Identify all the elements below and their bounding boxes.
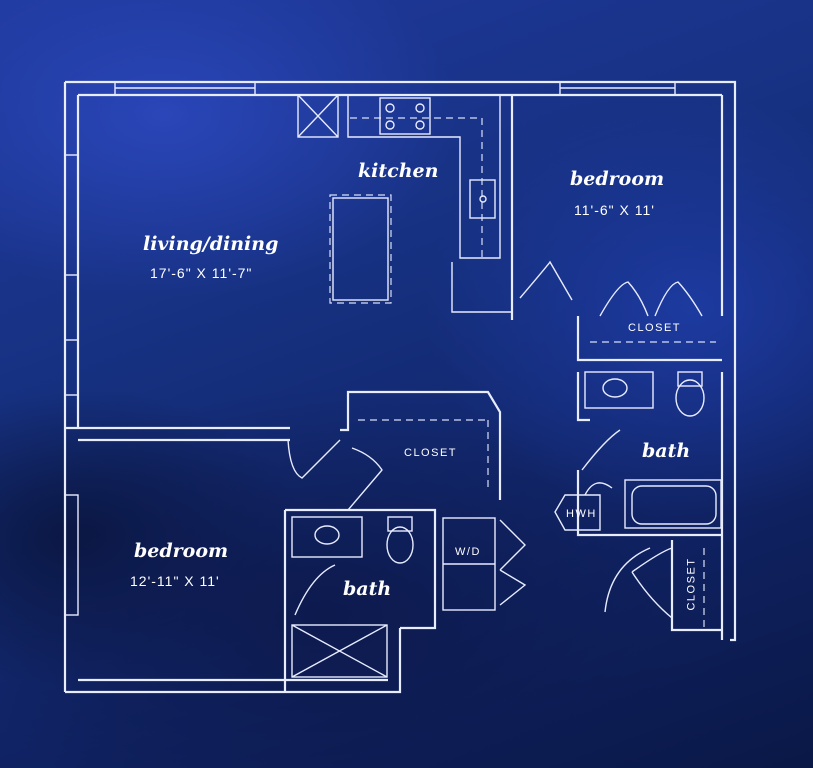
upper-bedroom-label: bedroom [570,168,665,190]
living-dining-label: living/dining [143,233,279,255]
exterior-walls [63,80,737,694]
upper-bedroom-closet [519,260,722,362]
lower-right-closet-label: CLOSET [685,557,698,611]
upper-bath-label: bath [642,440,691,462]
upper-closet-label: CLOSET [628,322,682,334]
upper-bedroom-dimensions: 11'-6" X 11' [574,202,655,218]
water-heater-label: HWH [566,508,597,520]
center-closet-label: CLOSET [404,447,458,459]
kitchen-area [297,94,514,320]
washer-dryer [442,517,527,611]
upper-bath [554,371,722,537]
kitchen-label: kitchen [358,160,439,182]
interior-walls [65,390,502,692]
washer-dryer-label: W/D [455,546,481,558]
lower-bath [291,516,414,678]
lower-bath-label: bath [343,578,392,600]
lower-bedroom-dimensions: 12'-11" X 11' [130,573,220,589]
living-dining-dimensions: 17'-6" X 11'-7" [150,265,253,281]
lower-right-closet [604,540,722,632]
lower-bedroom-label: bedroom [134,540,229,562]
